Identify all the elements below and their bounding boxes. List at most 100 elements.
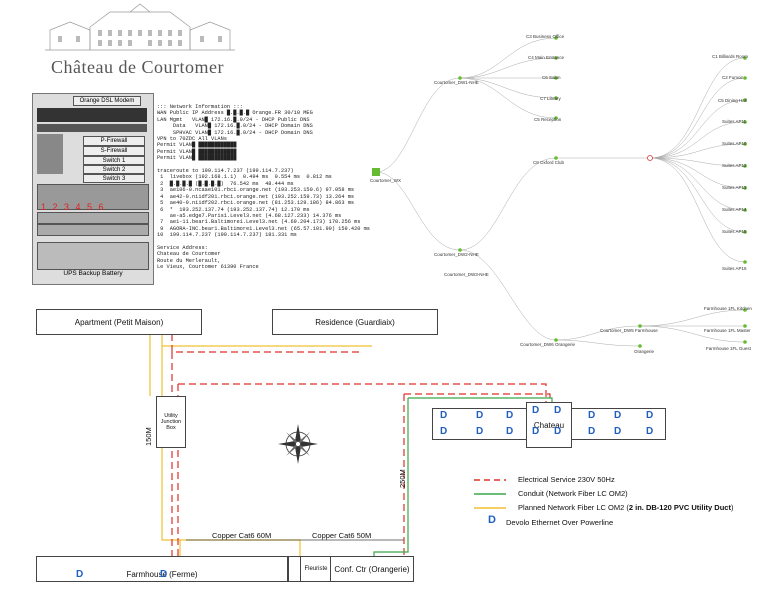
power-strip [37, 184, 149, 210]
port-numbers: 1 2 3 4 5 6 [41, 202, 106, 212]
network-info-line: SPHVAC VLAN█ 172.16.█.0/24 - DHCP Domain… [157, 129, 313, 136]
network-info-line: Permit VLAN█ ████████████ [157, 155, 237, 162]
network-info-text: ::: Network Information :::WAN Public IP… [157, 104, 387, 271]
tree-label-s12: Suites AP12 [722, 163, 747, 168]
network-info-line: ae-a5.edge7.Paris1.Level3.net (4.68.127.… [157, 212, 342, 219]
devolo-marker: D [506, 426, 514, 437]
tree-label-c1: C1 Billiards Room [712, 54, 749, 59]
tree-node [743, 230, 747, 234]
devolo-marker: D [506, 410, 514, 421]
apartment-building: Apartment (Petit Maison) [36, 309, 202, 335]
tree-label-s13: Suites AP13 [722, 185, 747, 190]
network-info-line: Route du Merlerault, [157, 257, 221, 264]
tree-node [743, 142, 747, 146]
network-info-line: 5 ae40-0.niidf202.rbci.orange.net (81.25… [157, 200, 355, 207]
tree-label-s16: Suites AP16 [722, 266, 747, 271]
tree-label-s11: Suites AP11 [722, 119, 747, 124]
compass-rose [278, 424, 318, 464]
tree-label-c4: C4 Main Entrance [528, 55, 565, 60]
tree-node [743, 56, 747, 60]
residence-building: Residence (Guardiaix) [272, 309, 438, 335]
residence-label: Residence (Guardiaix) [315, 317, 395, 327]
legend-planned: Planned Network Fiber LC OM2 (2 in. DB-1… [518, 503, 733, 512]
devolo-marker: D [614, 410, 622, 421]
devolo-marker: D [160, 569, 168, 580]
tree-label-dw2: Courtomer_DW2-NHE [434, 252, 479, 257]
tree-node [638, 344, 642, 348]
devolo-marker: D [588, 410, 596, 421]
tree-label-dw3: Courtomer_DW3-NHE [444, 272, 489, 277]
legend-planned-text: Planned Network Fiber LC OM2 ( [518, 503, 629, 512]
network-tree [372, 36, 747, 348]
outlet-row-2 [37, 224, 149, 236]
network-info-line: VPN to 70ZDC All VLANs [157, 136, 227, 143]
network-info-line: 1 livebox (192.168.1.1) 0.494 ms 0.554 m… [157, 174, 332, 181]
tree-node [554, 338, 558, 342]
tree-label-dw5: Courtomer_DW5 Farmhouse [600, 328, 658, 333]
chateau-building: Chateau [526, 402, 572, 448]
tree-label-dw6: Courtomer_DW6 Orangerie [520, 342, 576, 347]
devolo-marker: D [588, 426, 596, 437]
chateau-logo [45, 3, 235, 51]
tree-label-s10: Suites AP10 [722, 141, 747, 146]
devolo-marker: D [554, 426, 562, 437]
chateau-label: Chateau [533, 420, 565, 430]
legend-electrical: Electrical Service 230V 50Hz [518, 475, 615, 484]
collapsed-node [647, 155, 653, 161]
tree-node [458, 76, 462, 80]
root-node [372, 168, 380, 176]
tree-node [638, 324, 642, 328]
network-info-line: 3 ae106-0.ncaae101.rbci.orange.net (193.… [157, 187, 355, 194]
network-info-line: Le Vieux, Courtomer 61390 France [157, 264, 259, 271]
tree-node [743, 164, 747, 168]
distance-150m: 150M [144, 427, 153, 446]
tree-node [554, 156, 558, 160]
network-info-line: ::: Network Information ::: [157, 104, 243, 110]
tree-node [554, 56, 558, 60]
fleuriste-label: Fleuriste [304, 566, 328, 572]
tree-label-fm: Farmhouse 1FL Master [704, 328, 751, 333]
tree-label-root: Courtomer_WX [370, 178, 402, 183]
tree-label-fg: Farmhouse 1FL Guest [706, 346, 751, 351]
copper-50m-label: Copper Cat6 50M [312, 531, 372, 540]
legend-conduit: Conduit (Network Fiber LC OM2) [518, 489, 628, 498]
tree-node [743, 260, 747, 264]
outlet-row [37, 212, 149, 224]
network-info-line: Chateau de Courtomer [157, 251, 221, 258]
network-info-line: Service Address: [157, 244, 208, 251]
apartment-label: Apartment (Petit Maison) [74, 317, 164, 327]
p-firewall: P-Firewall [83, 136, 145, 146]
ups-unit [37, 242, 149, 270]
tree-label-c2: C2 Fumoir [722, 75, 744, 80]
devolo-marker: D [76, 569, 84, 580]
legend-planned-duct: 2 in. DB-120 PVC Utility Duct [628, 503, 731, 512]
s-firewall: S-Firewall [83, 146, 145, 156]
modem-label: Orange DSL Modem [73, 96, 141, 106]
tree-node [554, 36, 558, 40]
network-info-line: 9 AGORA-INC.bear1.Baltimore1.Level3.net … [157, 225, 370, 232]
ups-label: UPS Backup Battery [63, 270, 123, 277]
utility-junction-box: Utility Junction Box [156, 396, 186, 448]
tree-node [554, 76, 558, 80]
conf-label: Conf. Ctr (Orangerie) [334, 564, 410, 574]
network-info-line: 4 ae42-0.niidf201.rbci.orange.net (193.2… [157, 193, 355, 200]
switch-1: Switch 1 [83, 156, 145, 165]
network-info-line: Permit VLAN█ ████████████ [157, 148, 237, 155]
fleuriste-building: Fleuriste [300, 556, 332, 582]
switch-3: Switch 3 [83, 174, 145, 183]
network-info-line: 10 199.114.7.237 (199.114.7.237) 181.331… [157, 232, 297, 239]
tree-label-c8: C8 Oxford Club [533, 160, 565, 165]
distance-250m: 250M [398, 469, 407, 488]
tree-label-c6s: C6 Salon [542, 75, 561, 80]
tree-node [743, 324, 747, 328]
devolo-marker: D [532, 426, 540, 437]
tree-label-fk: Farmhouse 1FL Kitchen [704, 306, 752, 311]
utility-label: Utility Junction Box [160, 413, 182, 431]
devolo-marker: D [440, 410, 448, 421]
network-info-line: traceroute to 199.114.7.237 (199.114.7.2… [157, 168, 294, 175]
devolo-marker: D [646, 410, 654, 421]
patch-panel-2 [37, 124, 147, 132]
devolo-marker: D [532, 405, 540, 416]
network-info-line: Data VLAN█ 172.16.█.0/24 - DHCP Domain D… [157, 123, 313, 130]
